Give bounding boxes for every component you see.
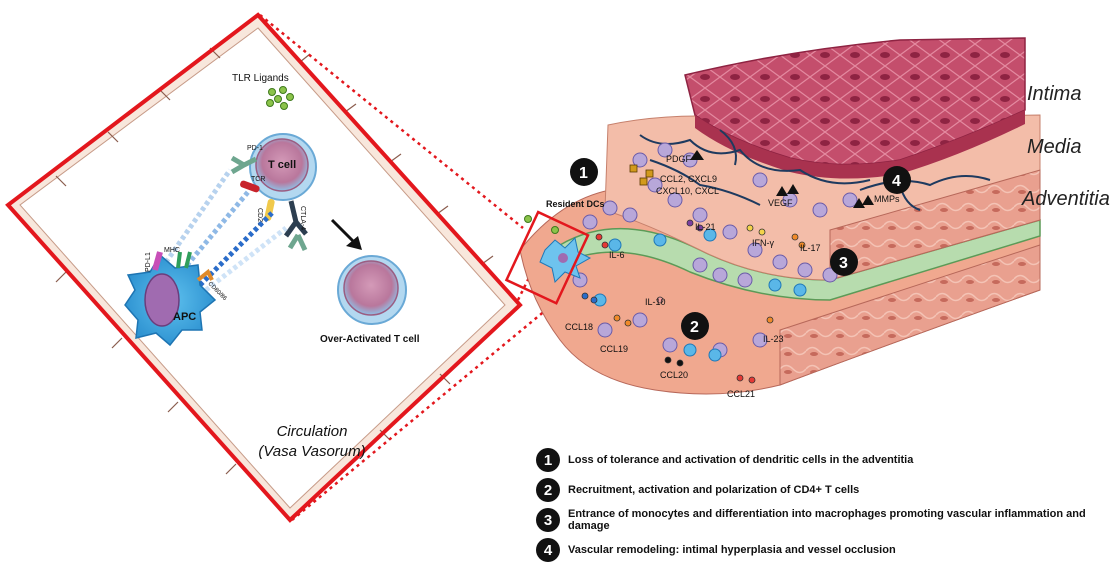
pd1-label: PD-1 bbox=[247, 145, 263, 152]
pd1-receptor: PD-1 bbox=[230, 145, 263, 175]
ccl18-label: CCL18 bbox=[565, 322, 593, 332]
pdgf-label: PDGF bbox=[666, 154, 692, 164]
circulation-label: Circulation (Vasa Vasorum) bbox=[222, 422, 402, 462]
tlr-ligand-free bbox=[524, 215, 532, 223]
tlr-ligands-label: TLR Ligands bbox=[232, 73, 289, 84]
ifng-label: IFN-γ bbox=[752, 238, 774, 248]
circulation-title: Circulation bbox=[276, 423, 348, 440]
resident-dc bbox=[539, 236, 592, 284]
inset-zoom-frame bbox=[5, 12, 523, 523]
intima-label: Intima bbox=[1027, 83, 1082, 105]
il21-label: IL-21 bbox=[695, 222, 716, 232]
legend-item-4: 4 Vascular remodeling: intimal hyperplas… bbox=[536, 535, 1106, 565]
svg-text:4: 4 bbox=[892, 173, 901, 190]
inset-panel: TLR Ligands T cell PD-1 TCR CD28 CTLA-4 bbox=[5, 12, 523, 523]
legend-number-1: 1 bbox=[536, 448, 560, 472]
vegf-label: VEGF bbox=[768, 198, 793, 208]
ctla4-label: CTLA-4 bbox=[299, 206, 306, 230]
legend-text-1: Loss of tolerance and activation of dend… bbox=[568, 454, 914, 466]
legend-text-2: Recruitment, activation and polarization… bbox=[568, 484, 860, 496]
resident-dcs-label: Resident DCs bbox=[546, 199, 605, 209]
svg-text:3: 3 bbox=[839, 255, 848, 272]
ccl20-label: CCL20 bbox=[660, 370, 688, 380]
tlr-ligand-free-2 bbox=[551, 226, 559, 234]
tcr-receptor: TCR bbox=[240, 176, 265, 193]
vessel-wall: Resident DCs PDGF CCL2, CXCL9 CXCL10, CX… bbox=[504, 37, 1041, 399]
cd28-label: CD28 bbox=[256, 208, 263, 226]
legend-number-3: 3 bbox=[536, 508, 560, 532]
macrophages bbox=[593, 228, 807, 362]
over-activated-t-cell bbox=[337, 255, 407, 325]
pdgf-squares bbox=[629, 164, 654, 186]
immune-cells bbox=[572, 142, 858, 358]
il17-label: IL-17 bbox=[800, 243, 821, 253]
ccl21-label: CCL21 bbox=[727, 389, 755, 399]
legend-text-3: Entrance of monocytes and differentiatio… bbox=[568, 508, 1086, 532]
ccl19-label: CCL19 bbox=[600, 344, 628, 354]
marker-1: 1 bbox=[570, 158, 598, 186]
legend-item-3: 3 Entrance of monocytes and differentiat… bbox=[536, 505, 1106, 535]
media-label: Media bbox=[1027, 136, 1082, 158]
adventitia-side bbox=[779, 244, 1041, 386]
tlr-ligand-dots bbox=[266, 86, 294, 110]
tcr-label: TCR bbox=[251, 176, 265, 183]
ctla4-receptor: CTLA-4 bbox=[283, 200, 308, 238]
activation-arrow bbox=[330, 218, 362, 250]
growth-factor-triangles bbox=[690, 150, 874, 208]
vasa-vasorum-network bbox=[639, 129, 991, 211]
mmps-label: MMPs bbox=[874, 194, 900, 204]
over-activated-label: Over-Activated T cell bbox=[320, 334, 420, 345]
adventitia-label: Adventitia bbox=[1022, 188, 1110, 210]
vessel-zoom-box bbox=[504, 210, 590, 305]
il6-label: IL-6 bbox=[609, 250, 625, 260]
media-side bbox=[829, 169, 1041, 281]
apc-cell: APC PD-L1 MHC CD80/86 bbox=[124, 247, 228, 347]
ccl2-label: CCL2, CXCL9 bbox=[660, 174, 717, 184]
marker-3: 3 bbox=[830, 248, 858, 276]
legend-item-1: 1 Loss of tolerance and activation of de… bbox=[536, 445, 1106, 475]
intima-edge bbox=[695, 110, 1025, 179]
legend: 1 Loss of tolerance and activation of de… bbox=[536, 445, 1106, 565]
cd28-receptor: CD28 bbox=[256, 198, 275, 226]
vasa-vasorum-subtitle: (Vasa Vasorum) bbox=[258, 443, 366, 460]
legend-text-4: Vascular remodeling: intimal hyperplasia… bbox=[568, 544, 896, 556]
t-cell-label: T cell bbox=[268, 159, 296, 171]
marker-2: 2 bbox=[681, 312, 709, 340]
interaction-lines bbox=[159, 168, 288, 292]
chemokine-markers bbox=[581, 219, 806, 384]
apc-label: APC bbox=[173, 311, 196, 323]
il23-label: IL-23 bbox=[763, 334, 784, 344]
pdl1-label: PD-L1 bbox=[145, 252, 152, 272]
svg-text:2: 2 bbox=[690, 319, 699, 336]
mhc-label: MHC bbox=[164, 247, 180, 254]
inset-lumen bbox=[19, 27, 506, 509]
svg-text:1: 1 bbox=[579, 165, 588, 182]
legend-number-4: 4 bbox=[536, 538, 560, 562]
ctla4-tail bbox=[287, 233, 308, 252]
legend-number-2: 2 bbox=[536, 478, 560, 502]
legend-item-2: 2 Recruitment, activation and polarizati… bbox=[536, 475, 1106, 505]
t-cell: T cell bbox=[249, 133, 317, 201]
marker-4: 4 bbox=[883, 166, 911, 194]
il10-label: IL-10 bbox=[645, 297, 666, 307]
cxcl10-label: CXCL10, CXCL bbox=[656, 186, 719, 196]
